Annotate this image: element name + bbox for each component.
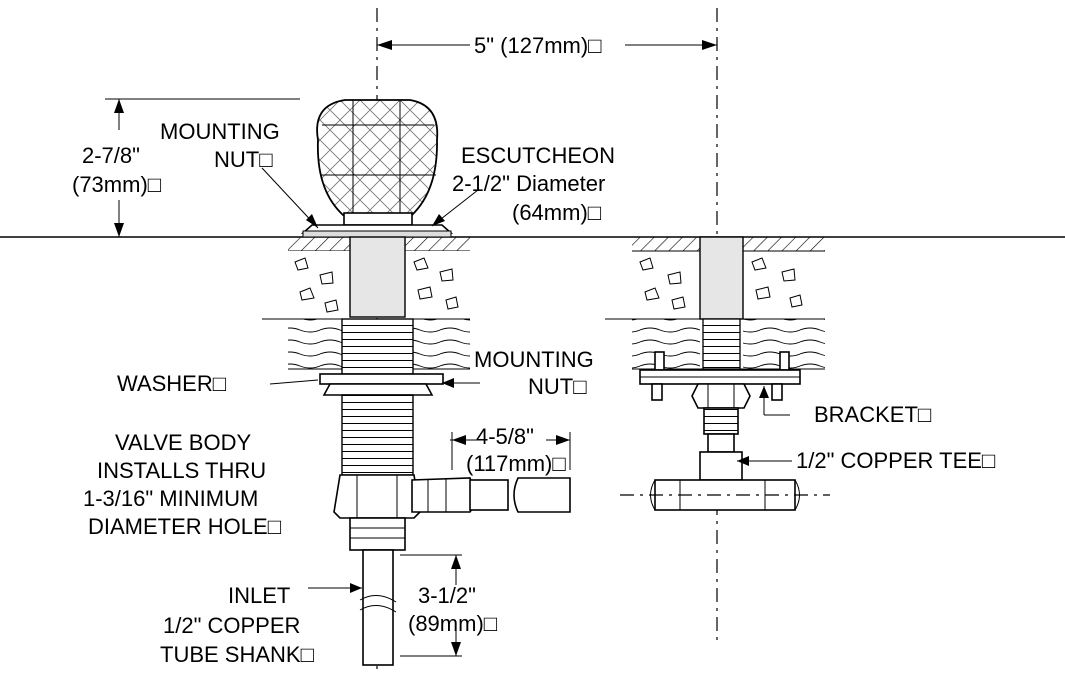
shank-in-label: 3-1/2"	[418, 583, 476, 608]
shank-dimension: 3-1/2" (89mm)□	[400, 554, 497, 657]
mounting-nut-top-line2: NUT□	[214, 147, 273, 172]
mounting-nut-top-line1: MOUNTING	[160, 119, 280, 144]
inlet-line1: INLET	[228, 583, 290, 608]
washer-label: WASHER□	[117, 371, 226, 396]
valve-body-line1: VALVE BODY	[115, 430, 251, 455]
offset-mm-label: (117mm)□	[466, 451, 566, 476]
shank-mm-label: (89mm)□	[408, 611, 497, 636]
valve-body-line2: INSTALLS THRU	[97, 458, 266, 483]
inlet-line2: 1/2" COPPER	[163, 613, 300, 638]
left-valve-body	[319, 318, 509, 666]
right-bracket-assembly	[620, 351, 830, 511]
mounting-nut-bottom-line1: MOUNTING	[474, 347, 594, 372]
faceted-handle	[300, 99, 454, 238]
escutcheon-line2: 2-1/2" Diameter	[452, 171, 605, 196]
callout-labels: MOUNTING NUT□ ESCUTCHEON 2-1/2" Diameter…	[83, 119, 995, 667]
escutcheon-line1: ESCUTCHEON	[461, 143, 615, 168]
bracket-label: BRACKET□	[814, 402, 931, 427]
spacing-label: 5" (127mm)□	[474, 33, 601, 58]
spacing-dimension: 5" (127mm)□	[377, 33, 717, 58]
copper-tee-label: 1/2" COPPER TEE□	[796, 448, 995, 473]
valve-body-line3: 1-3/16" MINIMUM	[83, 486, 258, 511]
height-dimension: 2-7/8" (73mm)□	[72, 98, 300, 237]
tube-segment	[513, 477, 571, 513]
right-counter-section	[605, 236, 825, 370]
leader-lines	[261, 167, 792, 593]
offset-dimension: 4-5/8" (117mm)□	[450, 424, 571, 476]
height-in-label: 2-7/8"	[82, 143, 140, 168]
inlet-line3: TUBE SHANK□	[160, 642, 314, 667]
height-mm-label: (73mm)□	[72, 172, 161, 197]
offset-in-label: 4-5/8"	[476, 424, 534, 449]
mounting-nut-bottom-line2: NUT□	[528, 374, 587, 399]
left-counter-section	[262, 236, 470, 370]
escutcheon-line3: (64mm)□	[512, 200, 601, 225]
valve-body-line4: DIAMETER HOLE□	[88, 514, 281, 539]
